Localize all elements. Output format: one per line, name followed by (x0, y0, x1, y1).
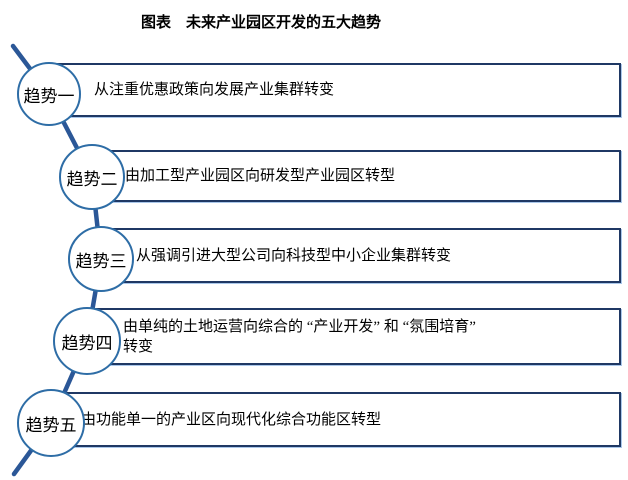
page-title: 图表 未来产业园区开发的五大趋势 (140, 14, 381, 31)
trend-text-3: 从强调引进大型公司向科技型中小企业集群转变 (136, 247, 452, 264)
trend-circle-5: 趋势五 (17, 389, 85, 457)
trend-text-4-line1: 由单纯的土地运营向综合的 “产业开发” 和 “氛围培育” (123, 319, 476, 335)
trend-circle-2: 趋势二 (59, 144, 125, 210)
trend-circle-label-3: 趋势三 (75, 251, 127, 271)
trend-circle-4: 趋势四 (53, 307, 121, 375)
trend-text-1: 从注重优惠政策向发展产业集群转变 (94, 82, 335, 98)
trend-box-4: 由单纯的土地运营向综合的 “产业开发” 和 “氛围培育” 转变 (87, 308, 621, 365)
trend-text-5: 由功能单一的产业区向现代化综合功能区转型 (81, 411, 382, 428)
trend-circle-1: 趋势一 (17, 62, 81, 126)
trend-text-4-line2: 转变 (123, 339, 154, 355)
trend-circle-label-1: 趋势一 (23, 86, 75, 106)
trend-box-1: 从注重优惠政策向发展产业集群转变 (49, 63, 621, 117)
trend-circle-label-2: 趋势二 (66, 169, 118, 189)
trend-box-3: 从强调引进大型公司向科技型中小企业集群转变 (101, 228, 621, 283)
trend-circle-label-5: 趋势五 (25, 415, 77, 435)
trend-text-4: 由单纯的土地运营向综合的 “产业开发” 和 “氛围培育” 转变 (123, 317, 476, 357)
trend-circle-3: 趋势三 (68, 226, 134, 292)
trend-text-2: 由加工型产业园区向研发型产业园区转型 (125, 168, 396, 184)
trend-circle-label-4: 趋势四 (61, 333, 113, 353)
trend-box-5: 由功能单一的产业区向现代化综合功能区转型 (51, 392, 621, 447)
trend-box-2: 由加工型产业园区向研发型产业园区转型 (92, 150, 621, 202)
